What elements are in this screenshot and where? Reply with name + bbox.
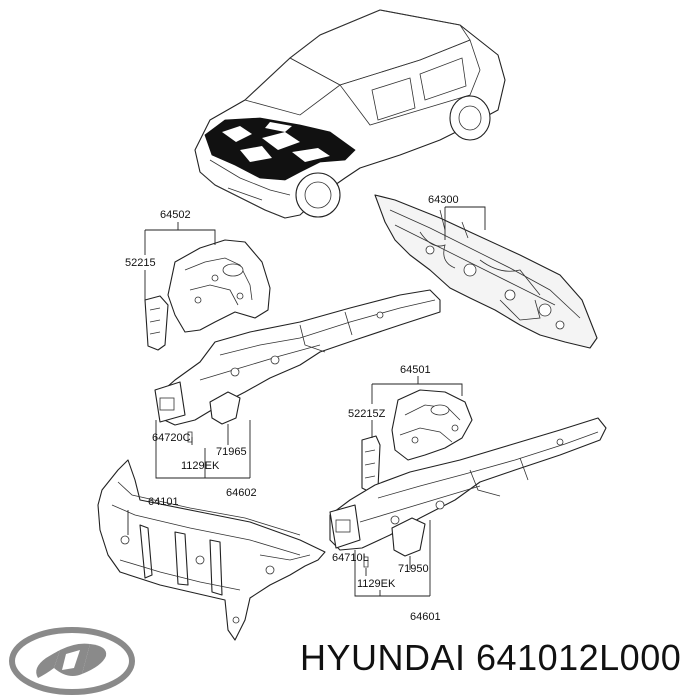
- hyundai-logo-icon: [9, 627, 135, 695]
- dash-panel-64300: [374, 194, 598, 349]
- part-number-caption: HYUNDAI 641012L000: [300, 637, 682, 678]
- label-1129ek-upper: 1129EK: [181, 460, 220, 472]
- leader-lines: [127, 206, 486, 597]
- label-1129ek-lower: 1129EK: [357, 578, 396, 590]
- label-71965: 71965: [216, 446, 247, 458]
- apron-64501: [361, 389, 473, 493]
- car-illustration: [194, 9, 506, 219]
- side-member-64601: [329, 417, 607, 568]
- label-52215z: 52215Z: [348, 408, 386, 420]
- label-64710l: 64710L: [332, 552, 369, 564]
- label-64502: 64502: [160, 209, 191, 221]
- label-71950: 71950: [398, 563, 429, 575]
- apron-64502: [144, 239, 271, 351]
- radiator-support-64101: [97, 459, 326, 641]
- label-64101: 64101: [148, 496, 179, 508]
- label-52215: 52215: [125, 257, 156, 269]
- side-member-64602: [154, 289, 441, 443]
- label-64501: 64501: [400, 364, 431, 376]
- label-64720c: 64720C: [152, 432, 191, 444]
- label-64602: 64602: [226, 487, 257, 499]
- part-labels: 64300 64502 52215 64501 52215Z 64720C 71…: [125, 194, 459, 623]
- label-64601: 64601: [410, 611, 441, 623]
- label-64300: 64300: [428, 194, 459, 206]
